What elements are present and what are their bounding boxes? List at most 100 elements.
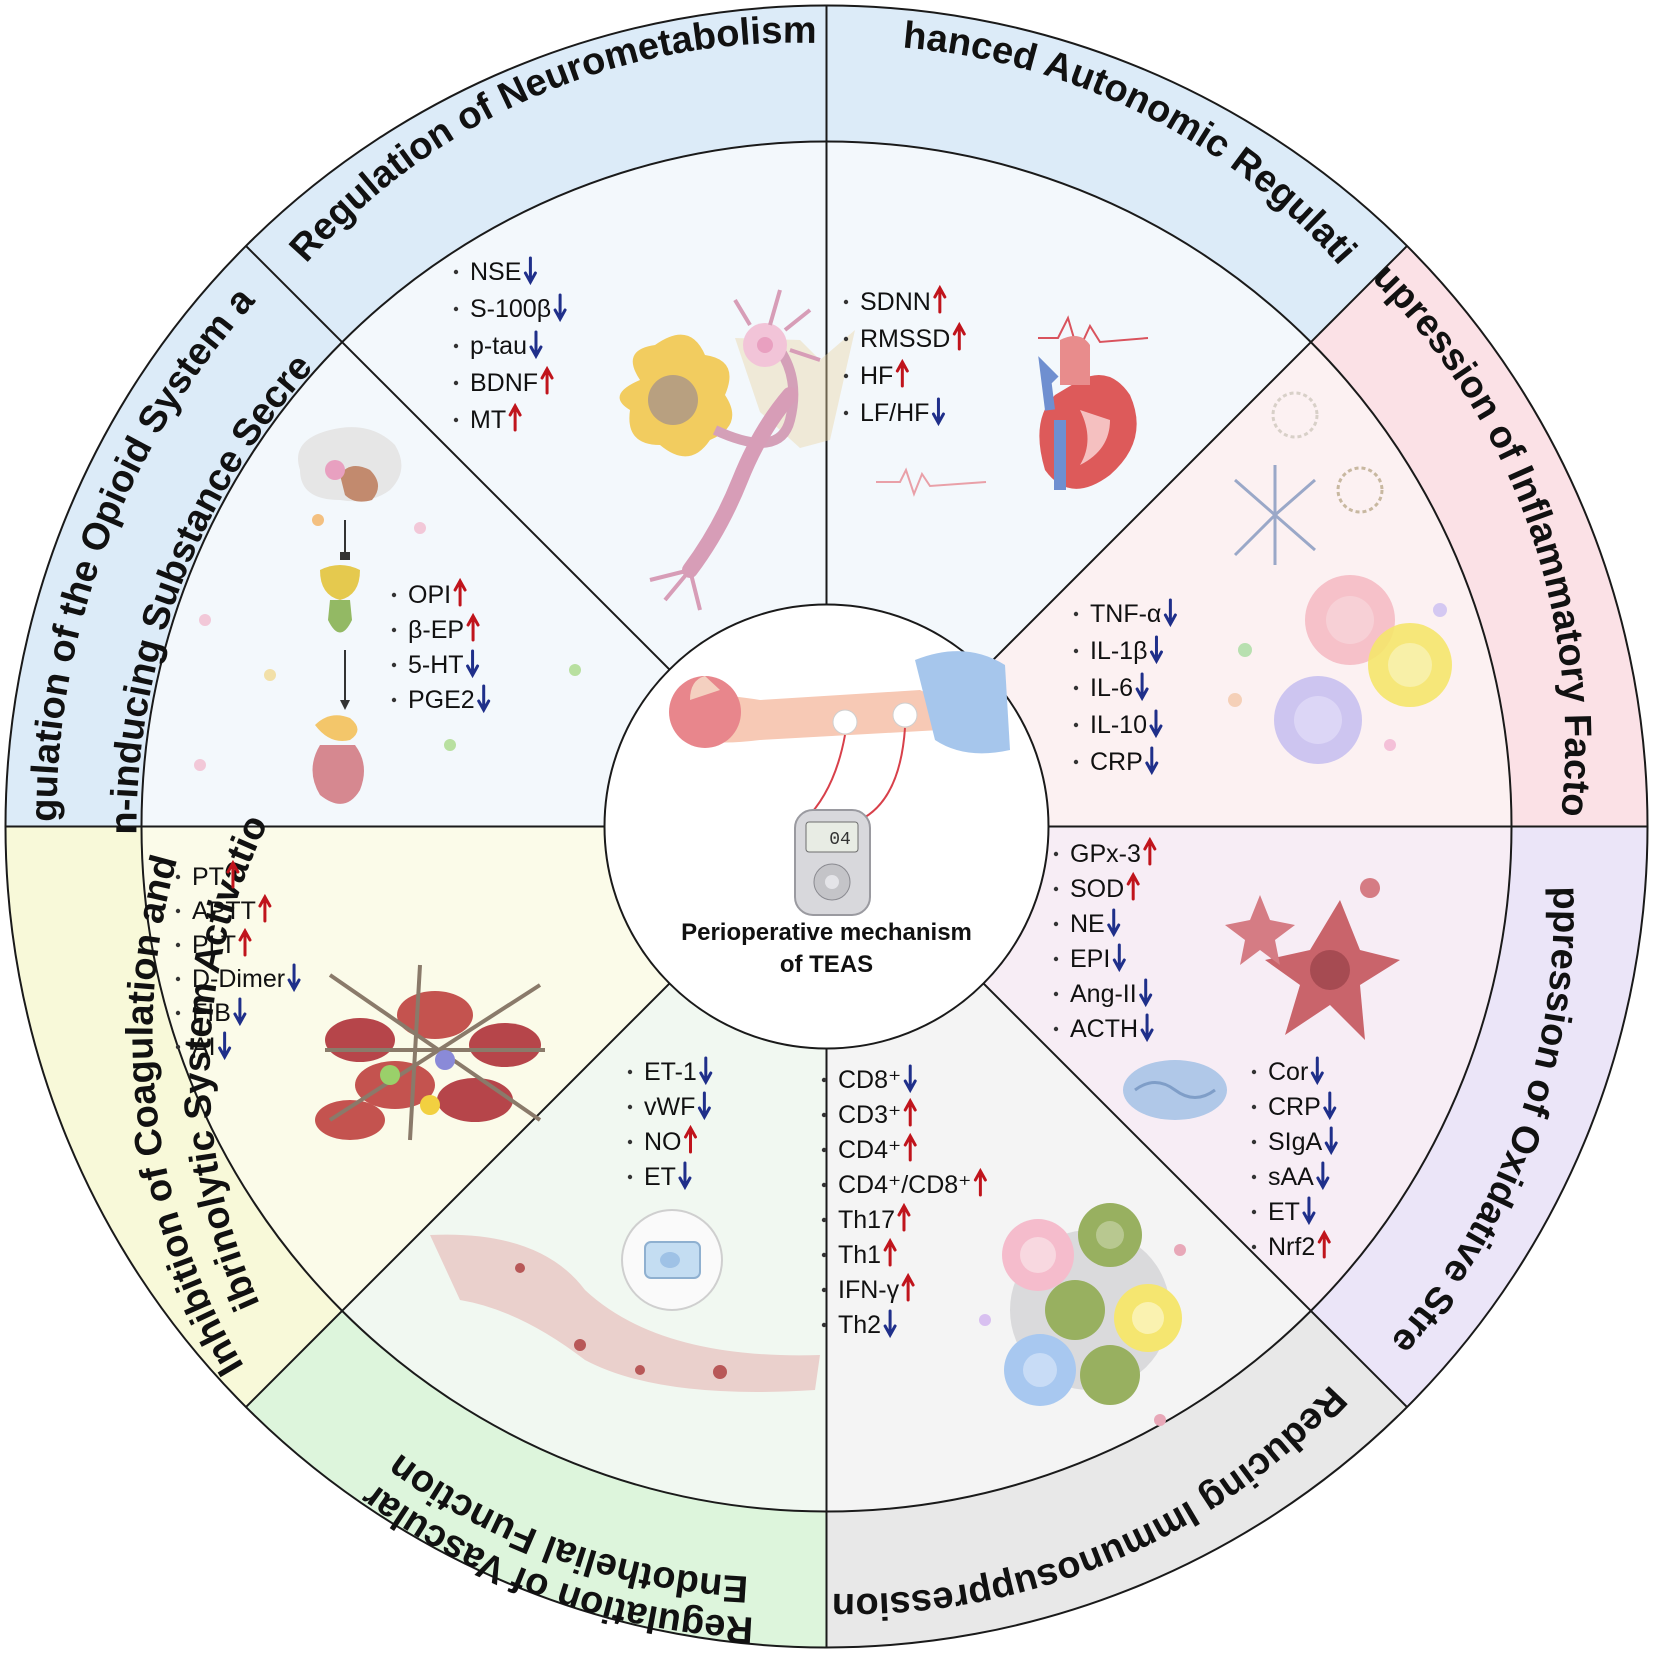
marker-item: EPI [1053,943,1126,973]
bullet-dot [1073,685,1079,691]
down-arrow-icon [1323,1091,1337,1121]
bullet-dot [627,1069,633,1075]
bullet-dot [1251,1174,1257,1180]
marker-label: PT [192,863,224,891]
marker-item: APTT [175,893,272,925]
bullet-dot [821,1182,827,1188]
center-title-line1: Perioperative mechanism [681,919,972,946]
bullet-dot [1053,956,1059,962]
down-arrow-icon [1149,635,1163,665]
marker-label: APTT [192,897,256,925]
marker-item: ET [627,1161,692,1191]
bullet-dot [843,410,849,416]
up-arrow-icon [238,927,252,957]
bullet-dot [843,373,849,379]
down-arrow-icon [1140,1013,1154,1043]
down-arrow-icon [931,397,945,427]
marker-label: p-tau [470,332,527,360]
up-arrow-icon [952,321,966,351]
marker-item: PT [175,859,240,891]
divider-line [245,982,671,1408]
bullet-dot [821,1217,827,1223]
bullet-dot [1053,886,1059,892]
down-arrow-icon [218,1031,232,1061]
up-arrow-icon [895,358,909,388]
up-arrow-icon [1143,836,1157,866]
blood-vessel-icon [430,1209,820,1392]
marker-label: BDNF [470,369,538,397]
marker-item: TNF-α [1073,598,1177,628]
bullet-dot [175,1010,181,1016]
marker-label: LF/HF [860,399,929,427]
bullet-dot [627,1174,633,1180]
marker-label: CRP [1268,1093,1321,1121]
marker-item: D-Dimer [175,963,301,993]
marker-item: β-EP [391,612,480,644]
marker-item: Nrf2 [1251,1229,1331,1261]
marker-item: NO [627,1124,697,1156]
bullet-dot [175,976,181,982]
down-arrow-icon [1139,978,1153,1008]
teas-device-icon: 04 [794,809,871,916]
up-arrow-icon [933,284,947,314]
bullet-dot [1053,851,1059,857]
divider-line [245,245,671,671]
marker-label: TNF-α [1090,600,1161,628]
marker-item: GPx-3 [1053,836,1157,868]
marker-item: ACTH [1053,1013,1154,1043]
bullet-dot [821,1077,827,1083]
marker-label: NSE [470,258,521,286]
marker-label: GPx-3 [1070,840,1141,868]
bullet-dot [821,1147,827,1153]
down-arrow-icon [466,649,480,679]
bullet-dot [453,380,459,386]
marker-item: FIB [175,997,247,1027]
bullet-dot [1053,1026,1059,1032]
up-arrow-icon [684,1124,697,1154]
marker-item: RMSSD [843,321,966,353]
illustrations [194,289,1452,1426]
marker-item: CD3⁺ [821,1097,917,1129]
bullet-dot [843,299,849,305]
marker-label: CD4⁺/CD8⁺ [838,1171,971,1199]
neuron-icon [619,289,855,611]
up-arrow-icon [1126,871,1140,901]
bullet-dot [821,1252,827,1258]
marker-item: BDNF [453,365,554,397]
bullet-dot [175,874,181,880]
marker-label: ACTH [1070,1015,1138,1043]
marker-item: SIgA [1251,1126,1338,1156]
down-arrow-icon [233,997,247,1027]
bullet-dot [1073,722,1079,728]
marker-item: Th2 [821,1309,897,1339]
marker-label: PLT [192,931,236,959]
bullet-dot [1073,611,1079,617]
up-arrow-icon [903,1097,917,1127]
bullet-dot [1073,759,1079,765]
divider-line [982,982,1408,1408]
marker-item: sAA [1251,1161,1330,1191]
up-arrow-icon [883,1237,897,1267]
marker-item: vWF [627,1091,711,1121]
down-arrow-icon [1302,1196,1316,1226]
marker-item: S-100β [453,293,567,323]
marker-item: CRP [1251,1091,1337,1121]
marker-item: Th1 [821,1237,897,1269]
marker-label: ET-1 [644,1058,697,1086]
marker-item: AI [175,1031,232,1061]
bullet-dot [453,269,459,275]
marker-label: Ang-II [1070,980,1137,1008]
bullet-dot [1251,1209,1257,1215]
marker-label: Cor [1268,1058,1308,1086]
up-arrow-icon [466,612,480,642]
bullet-dot [627,1104,633,1110]
marker-label: NE [1070,910,1105,938]
marker-label: OPI [408,581,451,609]
bullet-dot [391,697,397,703]
marker-label: HF [860,362,893,390]
marker-item: IL-1β [1073,635,1163,665]
up-arrow-icon [508,402,522,432]
marker-label: Th17 [838,1206,895,1234]
marker-item: PGE2 [391,684,491,714]
down-arrow-icon [1324,1126,1338,1156]
